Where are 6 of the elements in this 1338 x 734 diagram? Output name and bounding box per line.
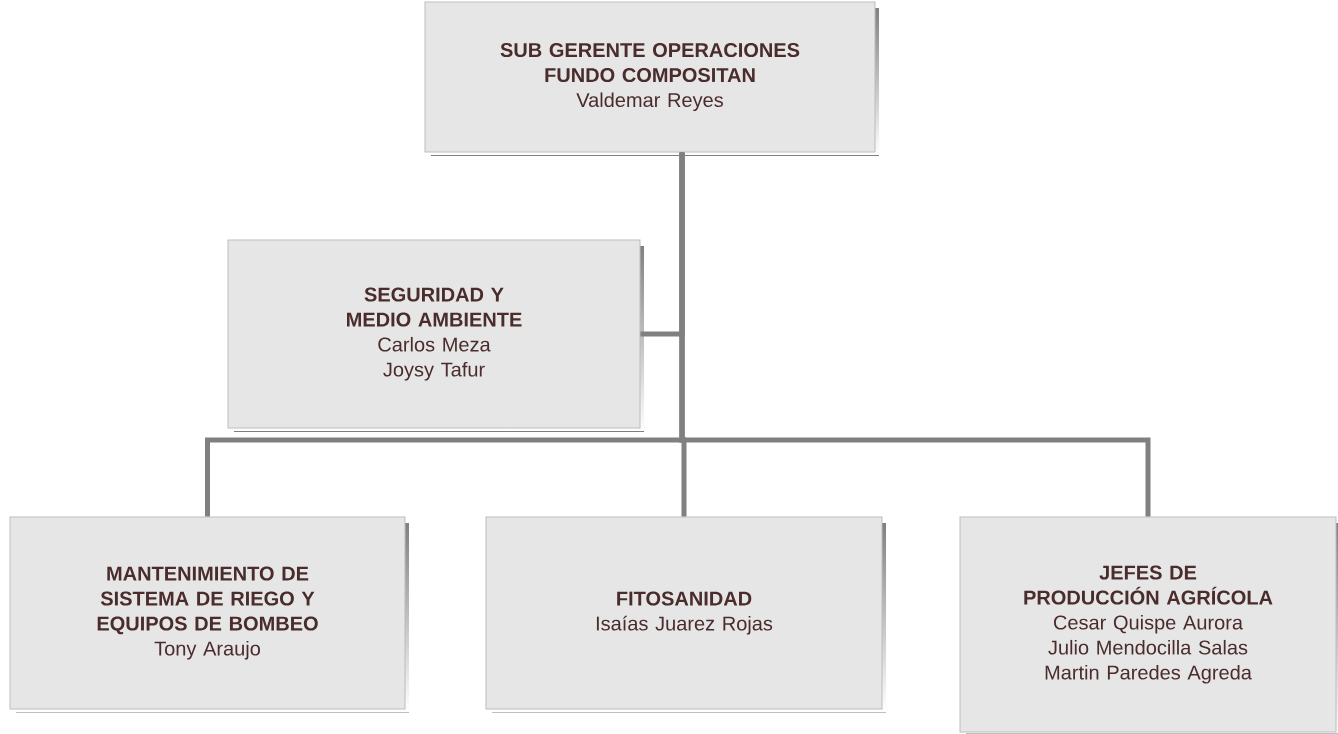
connector-line	[679, 152, 1151, 517]
org-box: JEFES DE PRODUCCIÓN AGRÍCOLA Cesar Quispe Aurora Julio Mendocilla Salas Martin Paredes Agreda	[959, 516, 1338, 734]
org-box: MANTENIMIENTO DE SISTEMA DE RIEGO Y EQUIPOS DE BOMBEO Tony Araujo	[9, 516, 409, 713]
org-box: FITOSANIDAD Isaías Juarez Rojas	[485, 516, 886, 713]
org-box: SUB GERENTE OPERACIONES FUNDO COMPOSITAN Valdemar Reyes	[424, 1, 879, 156]
org-box: SEGURIDAD Y MEDIO AMBIENTE Carlos Meza Joysy Tafur	[227, 239, 644, 432]
